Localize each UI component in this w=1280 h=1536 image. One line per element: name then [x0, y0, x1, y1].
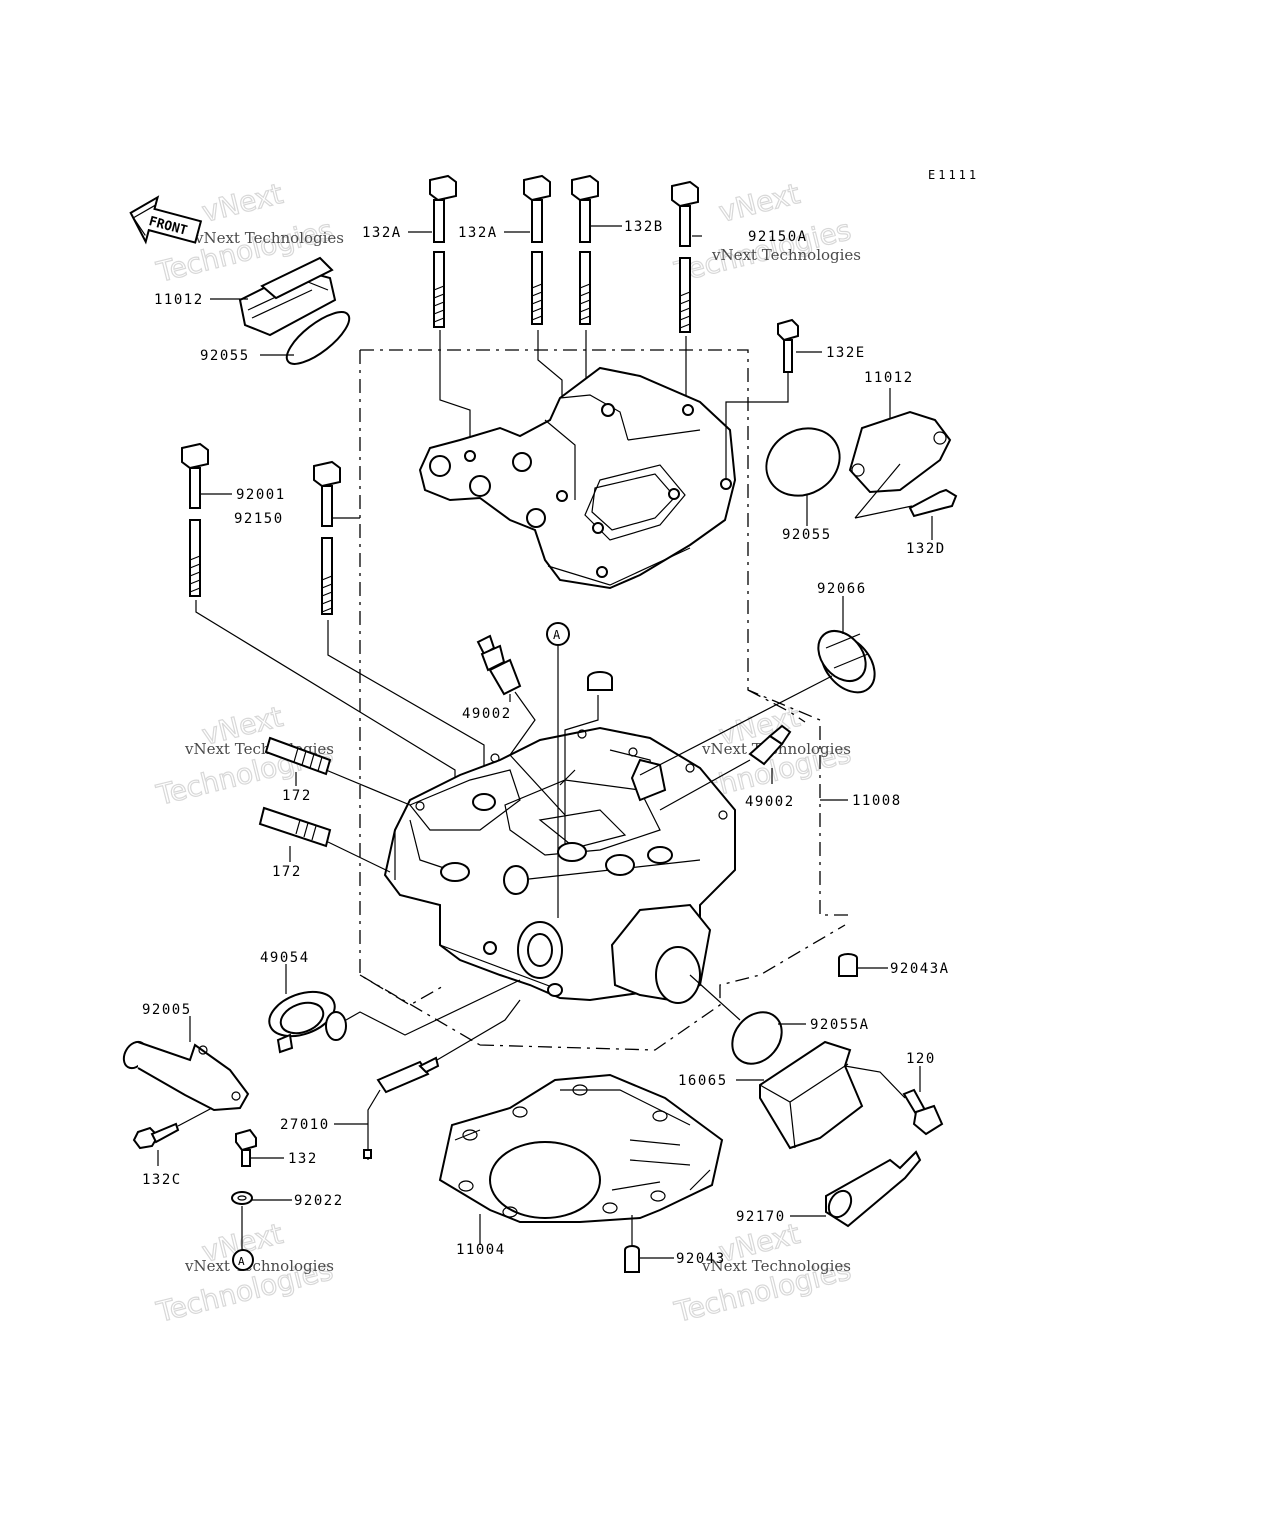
- svg-text:vNext Technologies: vNext Technologies: [184, 1257, 334, 1275]
- dowel-92043A-icon: [838, 953, 858, 977]
- stud-172-bottom-icon: [258, 806, 332, 848]
- leader-oring-92055A: [689, 974, 741, 1021]
- cylinder-head-cover-icon: [418, 366, 737, 590]
- leader-bolt-132E: [725, 372, 789, 480]
- svg-text:vNext Technologies: vNext Technologies: [701, 1257, 851, 1275]
- bolt-92150-icon: [313, 460, 341, 615]
- label-49054: 49054: [260, 950, 310, 966]
- assembly-outline-lower: [359, 924, 846, 1051]
- label-92150A: 92150A: [748, 229, 808, 245]
- bolt-132A-left-icon: [429, 174, 457, 328]
- label-172-top: 172: [282, 788, 312, 804]
- oring-92055-left-icon: [285, 311, 351, 365]
- washer-92022-icon: [231, 1191, 253, 1205]
- bolt-120-icon: [902, 1088, 944, 1136]
- leader-bolt-132A-left: [439, 330, 471, 448]
- leader-49002-left: [509, 691, 566, 816]
- leader-sensor-27010: [436, 999, 521, 1061]
- label-132D: 132D: [906, 541, 946, 557]
- assembly-outline-right: [747, 689, 806, 723]
- leader-92066: [639, 675, 833, 776]
- cover-11012-left-icon: [238, 256, 337, 337]
- label-132B: 132B: [624, 219, 664, 235]
- leader-bolt-92150: [327, 620, 485, 800]
- label-92150: 92150: [234, 511, 284, 527]
- diagram-code: E1111: [928, 168, 979, 182]
- label-16065: 16065: [678, 1073, 728, 1089]
- label-172-bottom: 172: [272, 864, 302, 880]
- cylinder-head-icon: [383, 726, 736, 1004]
- gasket-11004-icon: [438, 1073, 724, 1223]
- cover-11012-right-icon: [848, 410, 952, 494]
- svg-text:vNext: vNext: [199, 177, 286, 229]
- label-92022: 92022: [294, 1193, 344, 1209]
- leader-16065-bolt: [844, 1065, 906, 1099]
- sleeve-92170-icon: [825, 1150, 922, 1228]
- watermark-bottom-right: vNext Technologies vNext Technologies: [670, 1216, 855, 1329]
- label-132: 132: [288, 1151, 318, 1167]
- bolt-132B-icon: [571, 174, 599, 325]
- bolt-92150A-icon: [671, 180, 699, 333]
- svg-text:vNext Technologies: vNext Technologies: [711, 246, 861, 264]
- stud-172-top-icon: [264, 736, 332, 776]
- leader-plug-center: [564, 695, 599, 845]
- svg-text:vNext: vNext: [716, 177, 803, 229]
- label-leaders: [157, 225, 933, 1259]
- oring-92055-right-icon: [765, 427, 841, 497]
- bolt-92001-icon: [181, 442, 209, 597]
- bolt-132D-icon: [908, 488, 958, 518]
- label-92066: 92066: [817, 581, 867, 597]
- label-11008: 11008: [852, 793, 902, 809]
- label-49002-right: 49002: [745, 794, 795, 810]
- bolt-132E-icon: [777, 318, 799, 373]
- sensor-49002-right-icon: [748, 724, 792, 766]
- label-92055-right: 92055: [782, 527, 832, 543]
- leader-49002-right-to-head: [659, 759, 751, 811]
- watermark-bottom-left: vNext Technologies vNext Technologies: [152, 1216, 337, 1329]
- plug-center-icon: [587, 671, 613, 691]
- bolt-132-icon: [235, 1128, 257, 1167]
- svg-text:A: A: [238, 1255, 245, 1268]
- label-92005: 92005: [142, 1002, 192, 1018]
- leader-stud-172-bottom: [327, 841, 391, 873]
- sensor-49002-left-icon: [476, 634, 522, 696]
- front-arrow-icon: FRONT: [129, 195, 203, 245]
- sensor-27010-icon: [363, 1056, 440, 1160]
- callout-A-icon: A: [546, 622, 570, 646]
- label-92055A: 92055A: [810, 1017, 870, 1033]
- label-11012-right: 11012: [864, 370, 914, 386]
- label-132A-center: 132A: [458, 225, 498, 241]
- leader-stud-172-top: [325, 769, 411, 806]
- label-92055-left: 92055: [200, 348, 250, 364]
- label-11012-left: 11012: [154, 292, 204, 308]
- label-132A-left: 132A: [362, 225, 402, 241]
- label-92170: 92170: [736, 1209, 786, 1225]
- label-92043A: 92043A: [890, 961, 950, 977]
- label-120: 120: [906, 1051, 936, 1067]
- holder-16065-icon: [759, 1040, 864, 1150]
- label-27010: 27010: [280, 1117, 330, 1133]
- oring-92055A-icon: [731, 1011, 783, 1065]
- callout-A-lower-icon: A: [232, 1249, 254, 1271]
- leader-thermostat: [345, 979, 521, 1036]
- cap-92066-icon: [817, 629, 876, 694]
- thermostat-49054-icon: [268, 990, 347, 1054]
- svg-text:A: A: [553, 628, 561, 642]
- label-92043: 92043: [676, 1251, 726, 1267]
- leader-132C: [177, 1107, 213, 1127]
- leader-132D: [854, 463, 913, 519]
- bolt-132C-icon: [132, 1122, 180, 1150]
- label-132E: 132E: [826, 345, 866, 361]
- water-pipe-92005-icon: [122, 1040, 250, 1112]
- svg-text:vNext Technologies: vNext Technologies: [194, 229, 344, 247]
- dowel-92043-icon: [624, 1245, 640, 1273]
- label-49002-left: 49002: [462, 706, 512, 722]
- assembly-outline-upper: [359, 349, 848, 1006]
- label-11004: 11004: [456, 1242, 506, 1258]
- bolt-132A-center-icon: [523, 174, 551, 325]
- label-132C: 132C: [142, 1172, 182, 1188]
- label-92001: 92001: [236, 487, 286, 503]
